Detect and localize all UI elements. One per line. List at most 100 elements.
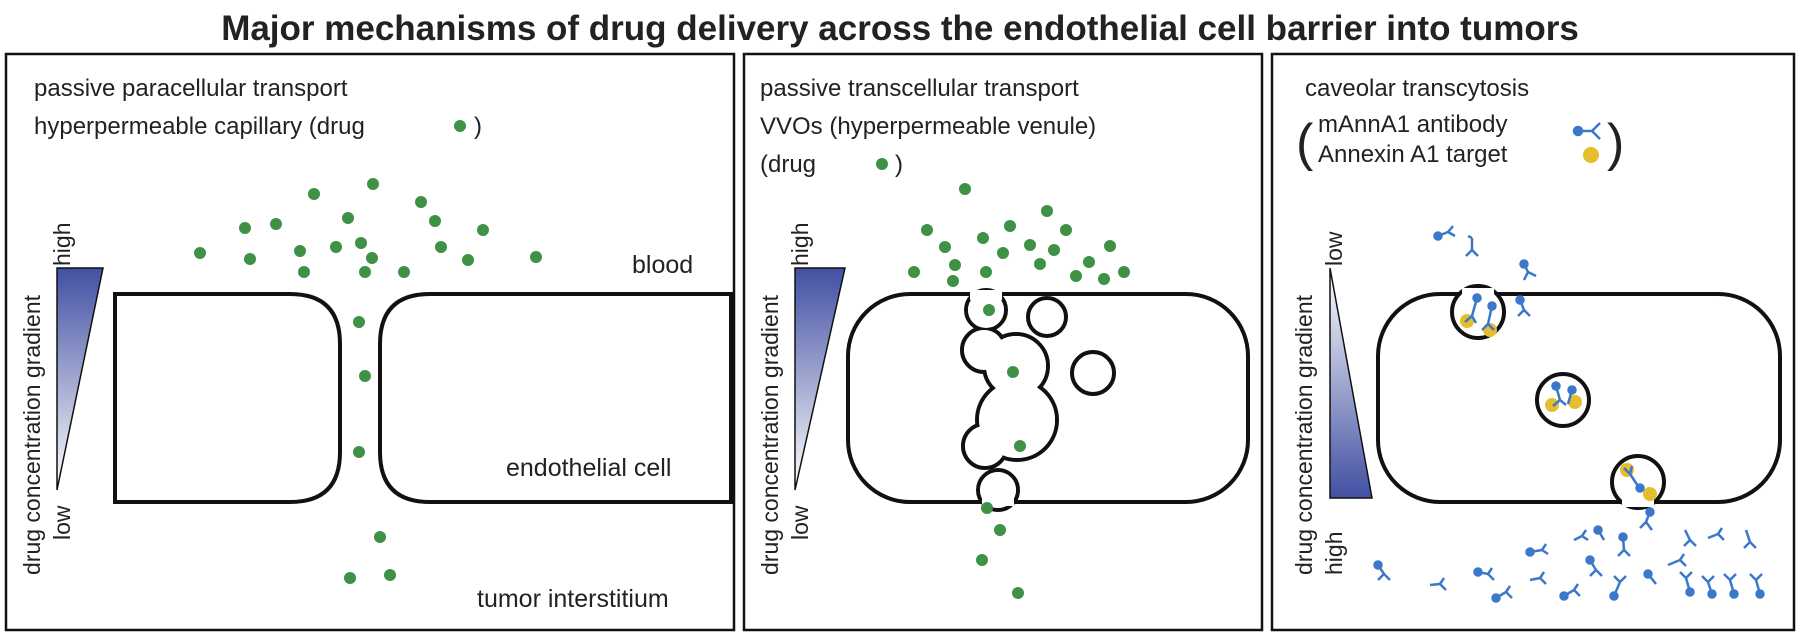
drug-dot bbox=[374, 531, 386, 543]
drug-dot bbox=[353, 316, 365, 328]
antibody bbox=[1643, 569, 1657, 585]
drug-dot bbox=[308, 188, 320, 200]
panel2-gradient-label: drug concentration gradient bbox=[757, 294, 783, 575]
drug-dot bbox=[1070, 270, 1082, 282]
drug-dot bbox=[239, 222, 251, 234]
antibody bbox=[1679, 571, 1695, 597]
panel3-caption-line1: caveolar transcytosis bbox=[1305, 75, 1529, 102]
blood-label: blood bbox=[632, 251, 693, 279]
legend-antibody-label: mAnnA1 antibody bbox=[1318, 111, 1507, 138]
antibody bbox=[1667, 553, 1687, 567]
drug-dot bbox=[1104, 240, 1116, 252]
drug-dot bbox=[344, 572, 356, 584]
drug-dot bbox=[270, 218, 282, 230]
vvo-opening-bottom bbox=[982, 496, 1014, 506]
legend-close-paren: ) bbox=[1607, 114, 1624, 172]
caveola-neck bbox=[1622, 497, 1654, 507]
panel2-low-label: low bbox=[787, 505, 813, 540]
drug-dot bbox=[194, 247, 206, 259]
vvo-isolated-vesicles bbox=[1026, 296, 1116, 396]
panel-transcellular: passive transcellular transport VVOs (hy… bbox=[742, 52, 1264, 632]
antibody bbox=[1743, 529, 1757, 549]
panel1-low-label: low bbox=[49, 505, 75, 540]
drug-dot bbox=[949, 259, 961, 271]
drug-dot bbox=[980, 266, 992, 278]
drug-dot bbox=[355, 237, 367, 249]
panel3-gradient-label: drug concentration gradient bbox=[1291, 294, 1317, 575]
drug-particles bbox=[908, 183, 1130, 599]
caveola-bottom bbox=[1610, 454, 1666, 510]
vvo-vesicle bbox=[1070, 350, 1116, 396]
drug-dot bbox=[359, 370, 371, 382]
panel1-gradient-label: drug concentration gradient bbox=[19, 294, 45, 575]
drug-dot bbox=[1012, 587, 1024, 599]
drug-dot bbox=[530, 251, 542, 263]
drug-dot bbox=[429, 215, 441, 227]
antibody bbox=[1559, 583, 1581, 601]
caveola-neck bbox=[1462, 288, 1494, 298]
concentration-gradient-wedge bbox=[1329, 267, 1373, 499]
panel1-caption-close: ) bbox=[474, 113, 482, 140]
drug-dot bbox=[908, 266, 920, 278]
vvo-lumen bbox=[986, 336, 1046, 396]
antibody bbox=[1515, 295, 1531, 317]
caveola-top bbox=[1450, 284, 1506, 340]
antibody bbox=[1617, 532, 1631, 557]
legend-target-label: Annexin A1 target bbox=[1318, 141, 1508, 168]
panel1-caption-line2: hyperpermeable capillary (drug bbox=[34, 113, 365, 140]
drug-dot bbox=[1060, 224, 1072, 236]
panel-caveolar: caveolar transcytosis ( mAnnA1 antibody … bbox=[1270, 52, 1796, 632]
drug-dot bbox=[947, 275, 959, 287]
vvo-opening-top bbox=[970, 290, 1002, 300]
endothelial-cell-label: endothelial cell bbox=[506, 454, 671, 482]
annexin-target bbox=[1545, 398, 1559, 412]
drug-dot bbox=[462, 254, 474, 266]
drug-dot bbox=[977, 232, 989, 244]
figure-title: Major mechanisms of drug delivery across… bbox=[221, 9, 1579, 48]
antibody bbox=[1519, 259, 1537, 281]
antibody bbox=[1429, 577, 1447, 591]
antibody bbox=[1529, 571, 1547, 585]
panel-frame bbox=[4, 52, 736, 632]
endothelial-cell-right bbox=[378, 292, 733, 504]
drug-dot bbox=[994, 524, 1006, 536]
antibody bbox=[1491, 585, 1513, 603]
caveola-membrane bbox=[1535, 372, 1591, 428]
concentration-gradient-wedge bbox=[56, 267, 104, 491]
antibody bbox=[1701, 575, 1717, 599]
antibody bbox=[1707, 527, 1725, 541]
drug-dot bbox=[939, 241, 951, 253]
drug-dot bbox=[981, 502, 993, 514]
drug-dot bbox=[435, 241, 447, 253]
drug-dot bbox=[1041, 205, 1053, 217]
antibody bbox=[1433, 225, 1456, 241]
panel3-low-label: low bbox=[1321, 231, 1347, 266]
yellow-dot-icon bbox=[1583, 147, 1599, 163]
drug-dot bbox=[366, 252, 378, 264]
legend-open-paren: ( bbox=[1296, 114, 1314, 172]
drug-dot bbox=[384, 569, 396, 581]
panel-frame bbox=[1270, 52, 1796, 632]
drug-particles bbox=[194, 178, 542, 584]
antibody bbox=[1639, 507, 1655, 531]
antibody bbox=[1683, 529, 1697, 547]
antibody bbox=[1525, 543, 1549, 557]
drug-dot bbox=[330, 241, 342, 253]
caveola-middle bbox=[1535, 372, 1591, 428]
panel2-caption-line1: passive transcellular transport bbox=[760, 75, 1079, 102]
y-shaped-antibody-icon bbox=[1551, 381, 1577, 407]
annexin-target bbox=[1568, 395, 1582, 409]
antibody bbox=[1373, 560, 1391, 581]
y-shaped-antibody-icon bbox=[1623, 465, 1645, 493]
drug-dot bbox=[477, 224, 489, 236]
drug-dot bbox=[1098, 273, 1110, 285]
drug-dot bbox=[298, 266, 310, 278]
drug-dot bbox=[1014, 440, 1026, 452]
antibody bbox=[1749, 573, 1765, 599]
vvo-vesicle-fill bbox=[964, 290, 1055, 508]
drug-dot bbox=[997, 247, 1009, 259]
drug-dot bbox=[1024, 239, 1036, 251]
drug-dot-icon bbox=[876, 158, 888, 170]
drug-dot bbox=[367, 178, 379, 190]
